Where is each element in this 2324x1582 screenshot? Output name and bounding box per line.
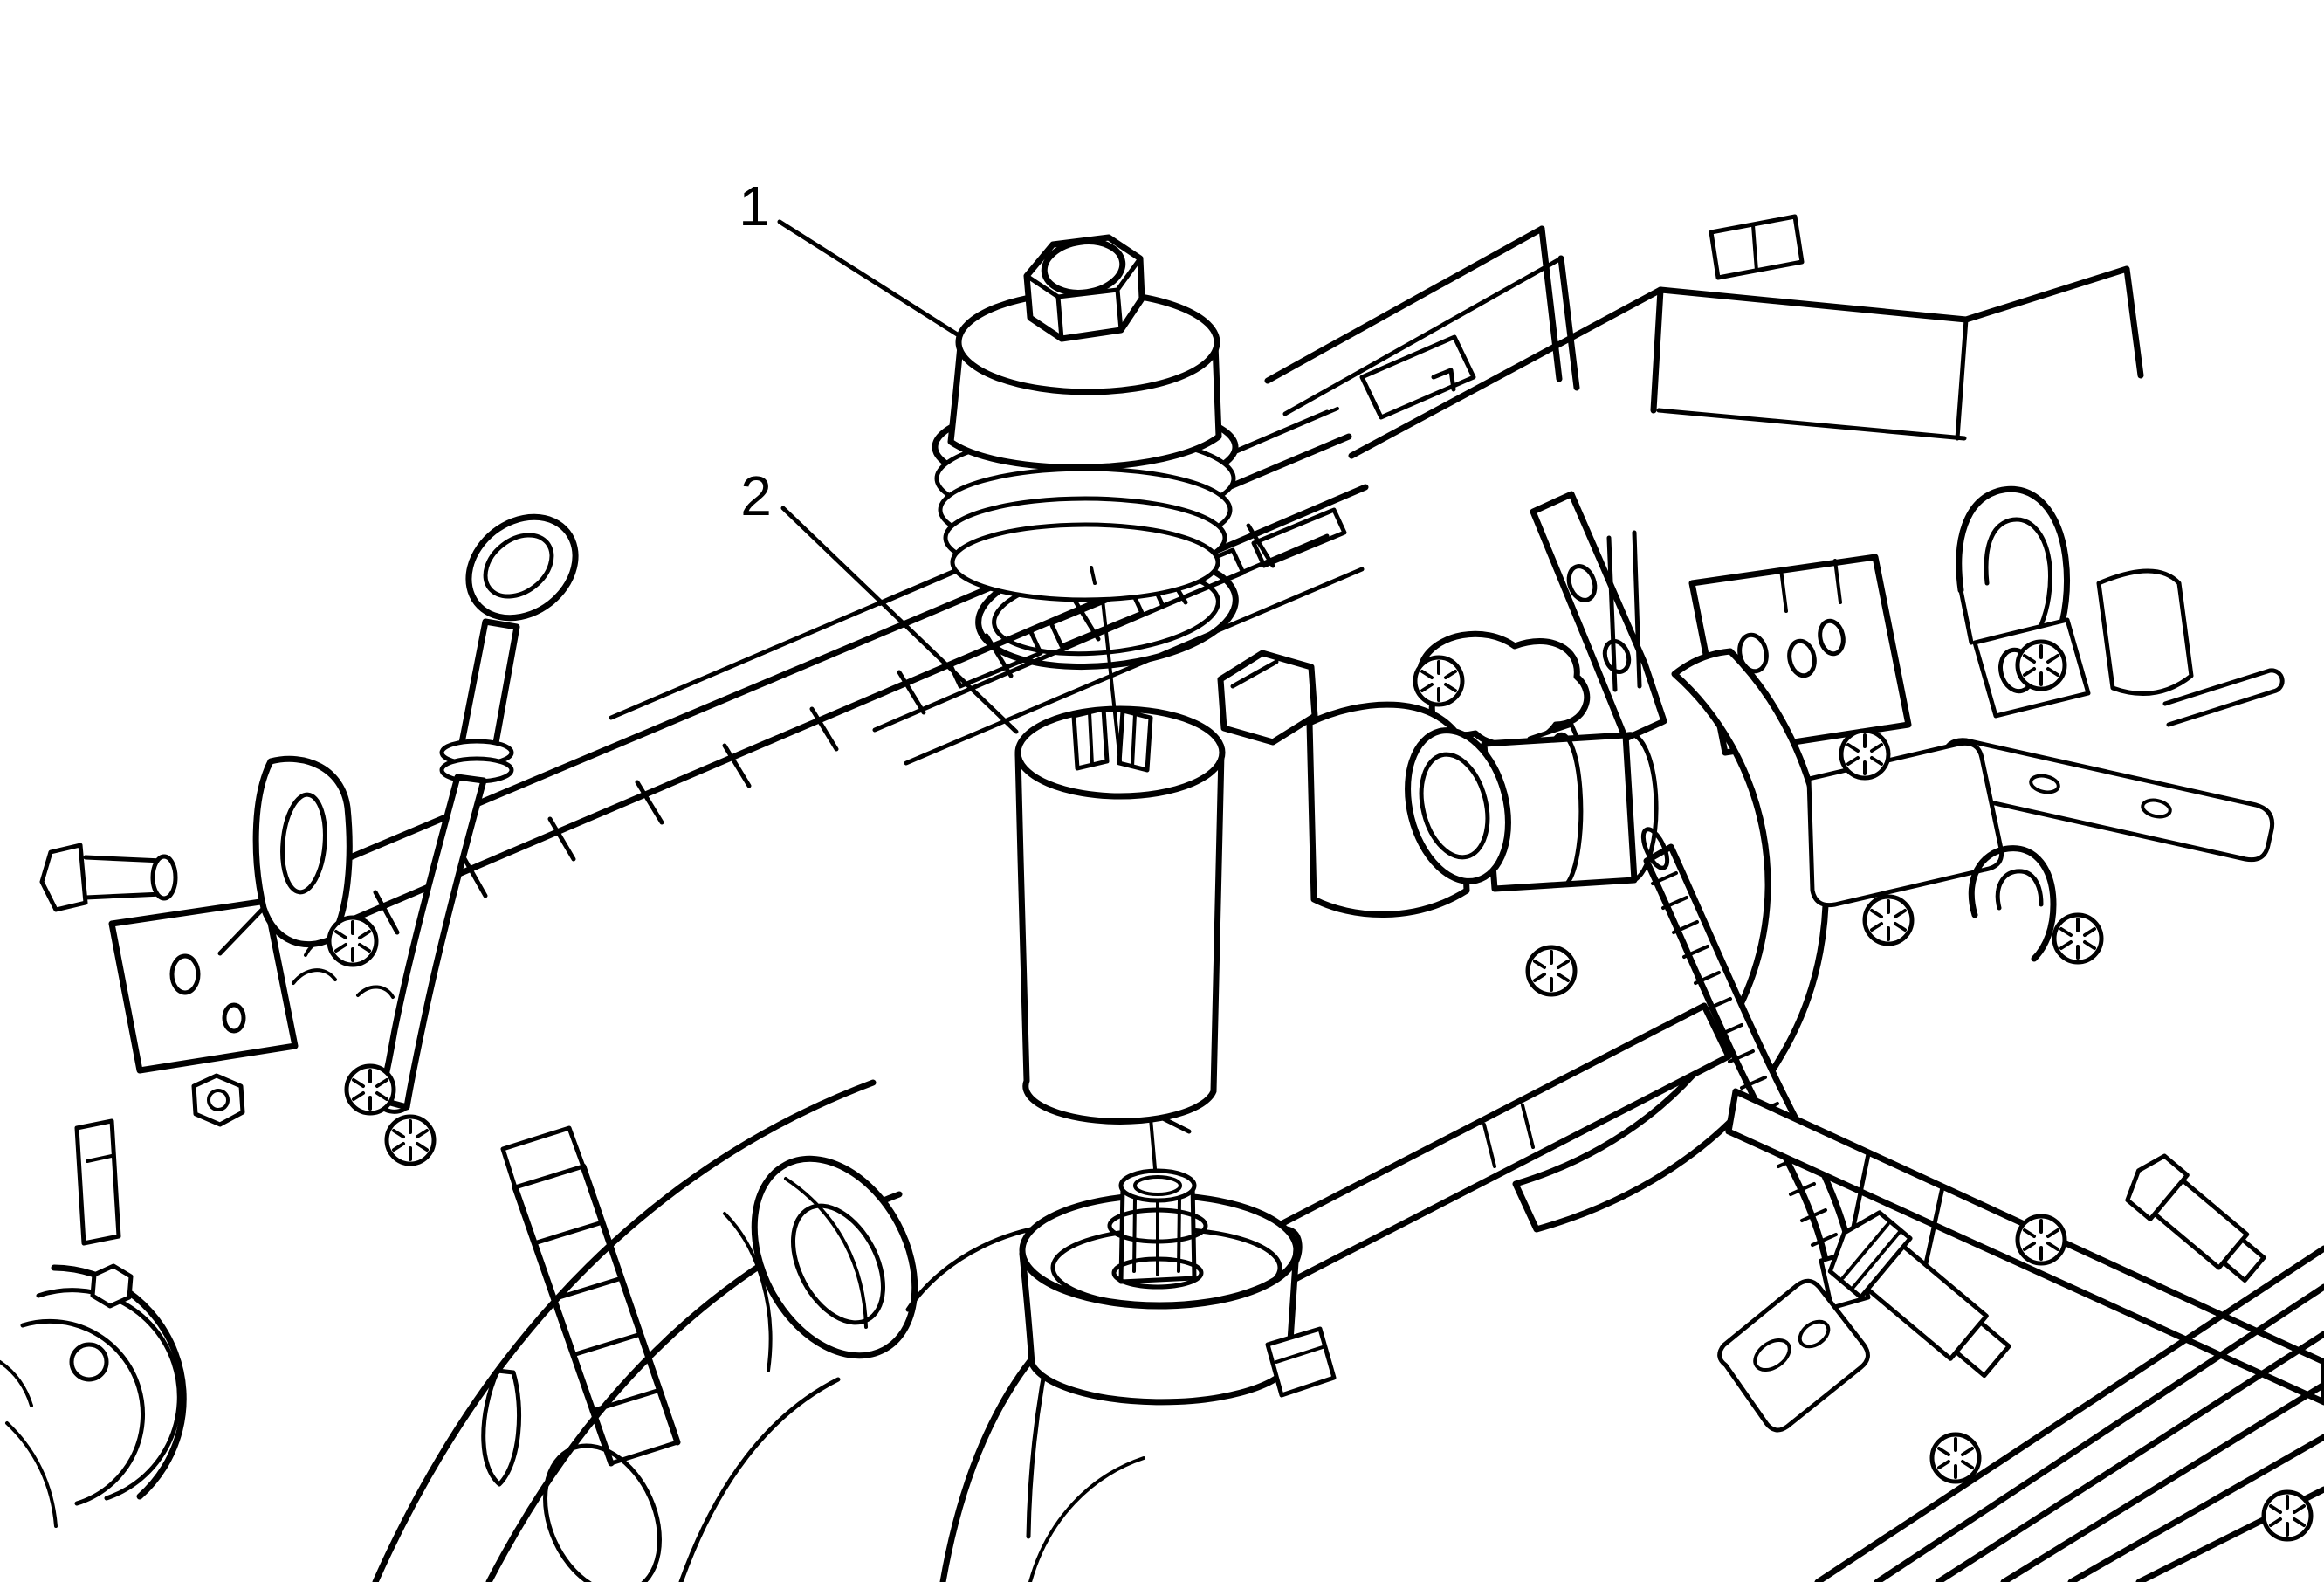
oil-filter-cap-hex-nut <box>1023 234 1145 342</box>
torx-bolt-icon <box>329 918 376 965</box>
engine-assembly <box>0 214 2324 1582</box>
oil-filter-element <box>1014 705 1226 1125</box>
callout-1: 1 <box>739 175 961 338</box>
torx-bolt-icon <box>387 1117 434 1164</box>
callout-2: 2 <box>740 464 1019 734</box>
torx-bolt-icon <box>2018 1216 2065 1263</box>
torx-bolt-icon <box>2264 1492 2311 1539</box>
oil-dipstick <box>377 513 579 1114</box>
oil-filter-cap <box>932 234 1239 602</box>
filter-housing-standpipe <box>1107 1168 1208 1290</box>
torx-bolt-icon <box>1415 657 1462 705</box>
torx-bolt-icon <box>1865 897 1912 944</box>
torx-bolt-icon <box>1932 1434 1979 1482</box>
upper-bracket-frame <box>1264 214 2144 459</box>
torx-bolt-icon <box>347 1066 394 1113</box>
filter-snap-clips <box>1071 706 1153 773</box>
finned-cover <box>1814 1245 2324 1582</box>
torx-bolt-icon <box>1841 731 1888 778</box>
hook-bracket-cluster <box>1806 485 2285 962</box>
fuel-injector <box>2125 1153 2266 1283</box>
torx-bolt-icon <box>2054 915 2101 962</box>
torx-bolt-icon <box>2018 642 2065 689</box>
thermostat-housing <box>1217 650 1659 918</box>
callout-1-label: 1 <box>739 175 770 237</box>
callout-2-leader-line <box>780 506 1019 734</box>
callout-1-leader-line <box>777 219 961 338</box>
oil-filter-housing <box>1019 1168 1337 1406</box>
fuel-rail <box>1717 1088 2324 1433</box>
fuel-injector <box>1827 1210 2011 1379</box>
callout-2-label: 2 <box>740 464 772 527</box>
left-bracket-cluster <box>0 755 395 1528</box>
torx-bolt-icon <box>1528 947 1575 994</box>
